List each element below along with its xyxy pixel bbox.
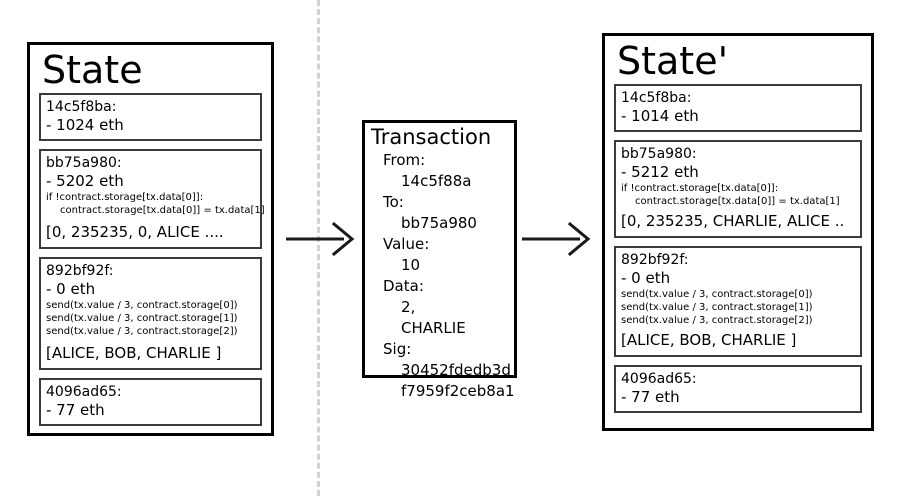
- account-code-line: send(tx.value / 3, contract.storage[0]): [46, 300, 238, 311]
- account-code-line: contract.storage[tx.data[0]] = tx.data[1…: [635, 196, 840, 207]
- transaction-field-value-data-1: CHARLIE: [401, 319, 466, 337]
- account-code-line: send(tx.value / 3, contract.storage[1]): [621, 302, 813, 313]
- account-code-line: contract.storage[tx.data[0]] = tx.data[1…: [60, 205, 265, 216]
- transaction-field-value-value: 10: [401, 256, 421, 274]
- transaction-field-label-data: Data:: [383, 277, 424, 295]
- state-after-container: State' 14c5f8ba: - 1014 eth bb75a980: - …: [602, 33, 874, 431]
- account-code-line: send(tx.value / 3, contract.storage[2]): [621, 315, 813, 326]
- account-storage: [0, 235235, CHARLIE, ALICE ..: [621, 212, 845, 230]
- transaction-field-value-sig-1: f7959f2ceb8a1: [401, 382, 515, 400]
- account-storage: [0, 235235, 0, ALICE ....: [46, 223, 224, 241]
- transaction-field-value-from: 14c5f88a: [401, 172, 472, 190]
- account-code-line: if !contract.storage[tx.data[0]]:: [46, 192, 204, 203]
- account-address: 14c5f8ba:: [46, 99, 117, 115]
- account-code-line: send(tx.value / 3, contract.storage[2]): [46, 326, 238, 337]
- arrow-transaction-to-state-prime-icon: [522, 221, 592, 260]
- account-box: 892bf92f: - 0 eth send(tx.value / 3, con…: [39, 257, 262, 370]
- account-box: 892bf92f: - 0 eth send(tx.value / 3, con…: [614, 246, 862, 357]
- transaction-field-label-from: From:: [383, 151, 426, 169]
- account-balance: - 77 eth: [621, 388, 680, 406]
- vertical-dashed-divider: [317, 0, 320, 496]
- transaction-container: Transaction From: 14c5f88a To: bb75a980 …: [362, 120, 517, 400]
- account-box: 4096ad65: - 77 eth: [39, 378, 262, 426]
- account-box: 4096ad65: - 77 eth: [614, 365, 862, 413]
- account-address: 14c5f8ba:: [621, 90, 692, 106]
- account-code-line: send(tx.value / 3, contract.storage[0]): [621, 289, 813, 300]
- transaction-field-label-to: To:: [383, 193, 404, 211]
- account-storage: [ALICE, BOB, CHARLIE ]: [46, 344, 222, 362]
- account-balance: - 5212 eth: [621, 163, 699, 181]
- account-address: 892bf92f:: [621, 252, 689, 268]
- state-after-account-list: 14c5f8ba: - 1014 eth bb75a980: - 5212 et…: [605, 84, 871, 420]
- account-address: bb75a980:: [46, 155, 122, 171]
- account-box: 14c5f8ba: - 1024 eth: [39, 93, 262, 141]
- transaction-field-value-data-0: 2,: [401, 298, 416, 316]
- account-box: bb75a980: - 5212 eth if !contract.storag…: [614, 140, 862, 238]
- account-balance: - 0 eth: [621, 269, 671, 287]
- account-balance: - 77 eth: [46, 401, 105, 419]
- account-balance: - 5202 eth: [46, 172, 124, 190]
- account-address: 4096ad65:: [621, 371, 697, 387]
- account-balance: - 1014 eth: [621, 107, 699, 125]
- transaction-field-label-sig: Sig:: [383, 340, 412, 358]
- account-balance: - 0 eth: [46, 280, 96, 298]
- account-code-line: if !contract.storage[tx.data[0]]:: [621, 183, 779, 194]
- account-address: bb75a980:: [621, 146, 697, 162]
- account-code-line: send(tx.value / 3, contract.storage[1]): [46, 313, 238, 324]
- account-address: 4096ad65:: [46, 384, 122, 400]
- state-before-container: State 14c5f8ba: - 1024 eth bb75a980: - 5…: [27, 42, 274, 436]
- account-balance: - 1024 eth: [46, 116, 124, 134]
- account-box: bb75a980: - 5202 eth if !contract.storag…: [39, 149, 265, 249]
- transaction-field-label-value: Value:: [383, 235, 430, 253]
- state-after-title: State': [617, 39, 729, 83]
- transaction-field-value-sig-0: 30452fdedb3d: [401, 361, 511, 379]
- account-address: 892bf92f:: [46, 263, 114, 279]
- arrow-state-to-transaction-icon: [286, 221, 356, 260]
- state-before-title: State: [42, 48, 143, 92]
- state-before-account-list: 14c5f8ba: - 1024 eth bb75a980: - 5202 et…: [30, 93, 271, 433]
- transaction-field-value-to: bb75a980: [401, 214, 477, 232]
- account-storage: [ALICE, BOB, CHARLIE ]: [621, 331, 797, 349]
- transaction-title: Transaction: [371, 125, 492, 149]
- account-box: 14c5f8ba: - 1014 eth: [614, 84, 862, 132]
